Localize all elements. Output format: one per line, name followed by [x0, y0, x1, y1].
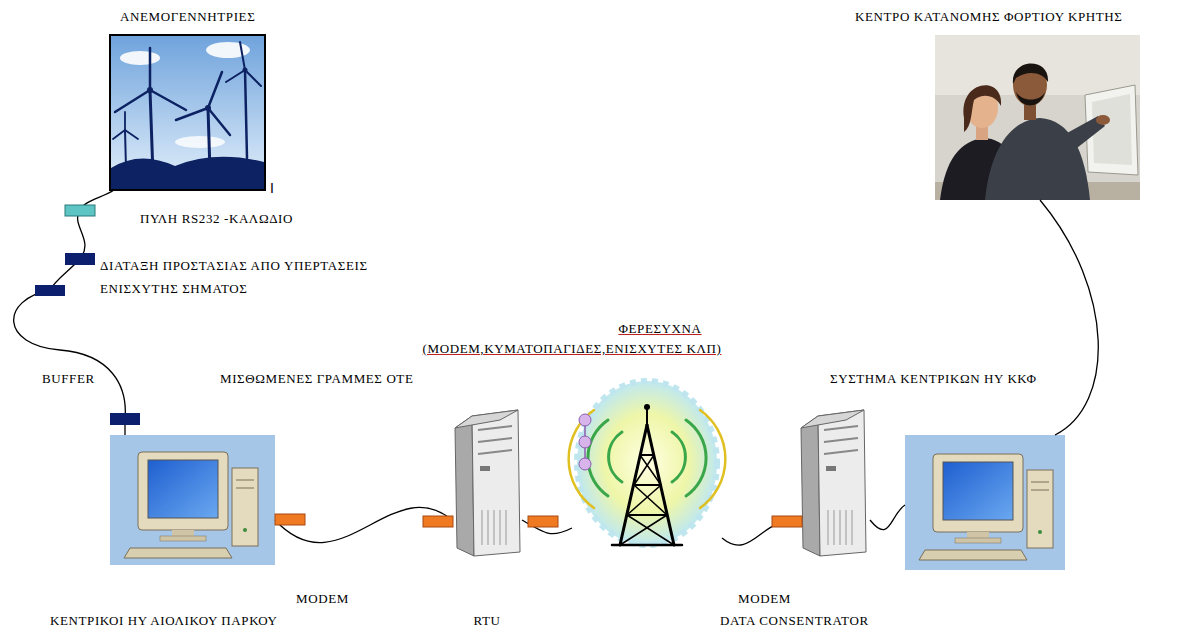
modem-label: MODEM	[738, 592, 791, 607]
cable-connector	[1040, 200, 1098, 435]
dispatch-computer-picture	[905, 435, 1065, 570]
server-picture	[455, 410, 520, 556]
leased-lines-label: ΜΙΣΘΩΜΕΝΕΣ ΓΡΑΜΜΕΣ ΟΤΕ	[220, 372, 413, 387]
wind-turbines-node: ΑΝΕΜΟΓΕΝΝΗΤΡΙΕΣ	[110, 35, 265, 190]
modem-device	[772, 516, 802, 527]
buffer-device	[110, 413, 140, 425]
surge-protector	[65, 253, 95, 265]
node-caption: RTU	[473, 614, 500, 629]
dispatch-computer-node: ΣΥΣΤΗΜΑ ΚΕΝΤΡΙΚΩΝ ΗΥ ΚΚΦ	[905, 435, 1065, 570]
node-caption: DATA CONSENTRATOR	[720, 614, 869, 629]
cable-connector	[275, 507, 452, 542]
concentrator-node: DATA CONSENTRATOR	[798, 408, 870, 558]
signal-amplifier	[35, 285, 65, 296]
cable-connector	[870, 505, 905, 530]
buffer-label: BUFFER	[42, 372, 95, 387]
modem-device	[528, 516, 558, 527]
modem-device	[423, 516, 453, 527]
cursor-mark: I	[270, 180, 274, 196]
carrier-node: ΦΕΡΕΣΥΧΝΑ(MODEM,ΚΥΜΑΤΟΠΑΓΙΔΕΣ,ΕΝΙΣΧΥΤΕΣ …	[572, 378, 722, 550]
park-computer-node: ΚΕΝΤΡΙΚΟΙ ΗΥ ΑΙΟΛΙΚΟΥ ΠΑΡΚΟΥ	[110, 435, 275, 565]
amplifier-label: ΕΝΙΣΧΥΤΗΣ ΣΗΜΑΤΟΣ	[100, 282, 247, 297]
modem-label: MODEM	[296, 592, 349, 607]
node-title: ΑΝΕΜΟΓΕΝΝΗΤΡΙΕΣ	[120, 10, 255, 25]
carrier-tower-picture	[569, 381, 726, 545]
wind-turbines-picture	[110, 35, 265, 190]
protection-label: ΔΙΑΤΑΞΗ ΠΡΟΣΤΑΣΙΑΣ ΑΠΟ ΥΠΕΡΤΑΣΕΙΣ	[100, 259, 368, 274]
port-label: ΠΥΛΗ RS232 -ΚΑΛΩΔΙΟ	[140, 212, 293, 227]
dispatch-centre-node: ΚΕΝΤΡΟ ΚΑΤΑΝΟΜΗΣ ΦΟΡΤΙΟΥ ΚΡΗΤΗΣ	[935, 35, 1140, 200]
cable-connector	[14, 190, 126, 435]
park-computer-picture	[110, 435, 275, 565]
rs232-port	[65, 205, 95, 216]
server-picture	[801, 410, 866, 556]
node-subtitle: (MODEM,ΚΥΜΑΤΟΠΑΓΙΔΕΣ,ΕΝΙΣΧΥΤΕΣ ΚΛΠ)	[423, 342, 722, 357]
rtu-node: RTU	[452, 408, 522, 558]
modem-device	[275, 514, 305, 525]
node-title: ΣΥΣΤΗΜΑ ΚΕΝΤΡΙΚΩΝ ΗΥ ΚΚΦ	[830, 372, 1037, 387]
node-title: ΦΕΡΕΣΥΧΝΑ	[618, 322, 701, 337]
node-caption: ΚΕΝΤΡΙΚΟΙ ΗΥ ΑΙΟΛΙΚΟΥ ΠΑΡΚΟΥ	[50, 614, 278, 629]
node-title: ΚΕΝΤΡΟ ΚΑΤΑΝΟΜΗΣ ΦΟΡΤΙΟΥ ΚΡΗΤΗΣ	[855, 10, 1123, 25]
control-room-photo	[935, 35, 1140, 200]
